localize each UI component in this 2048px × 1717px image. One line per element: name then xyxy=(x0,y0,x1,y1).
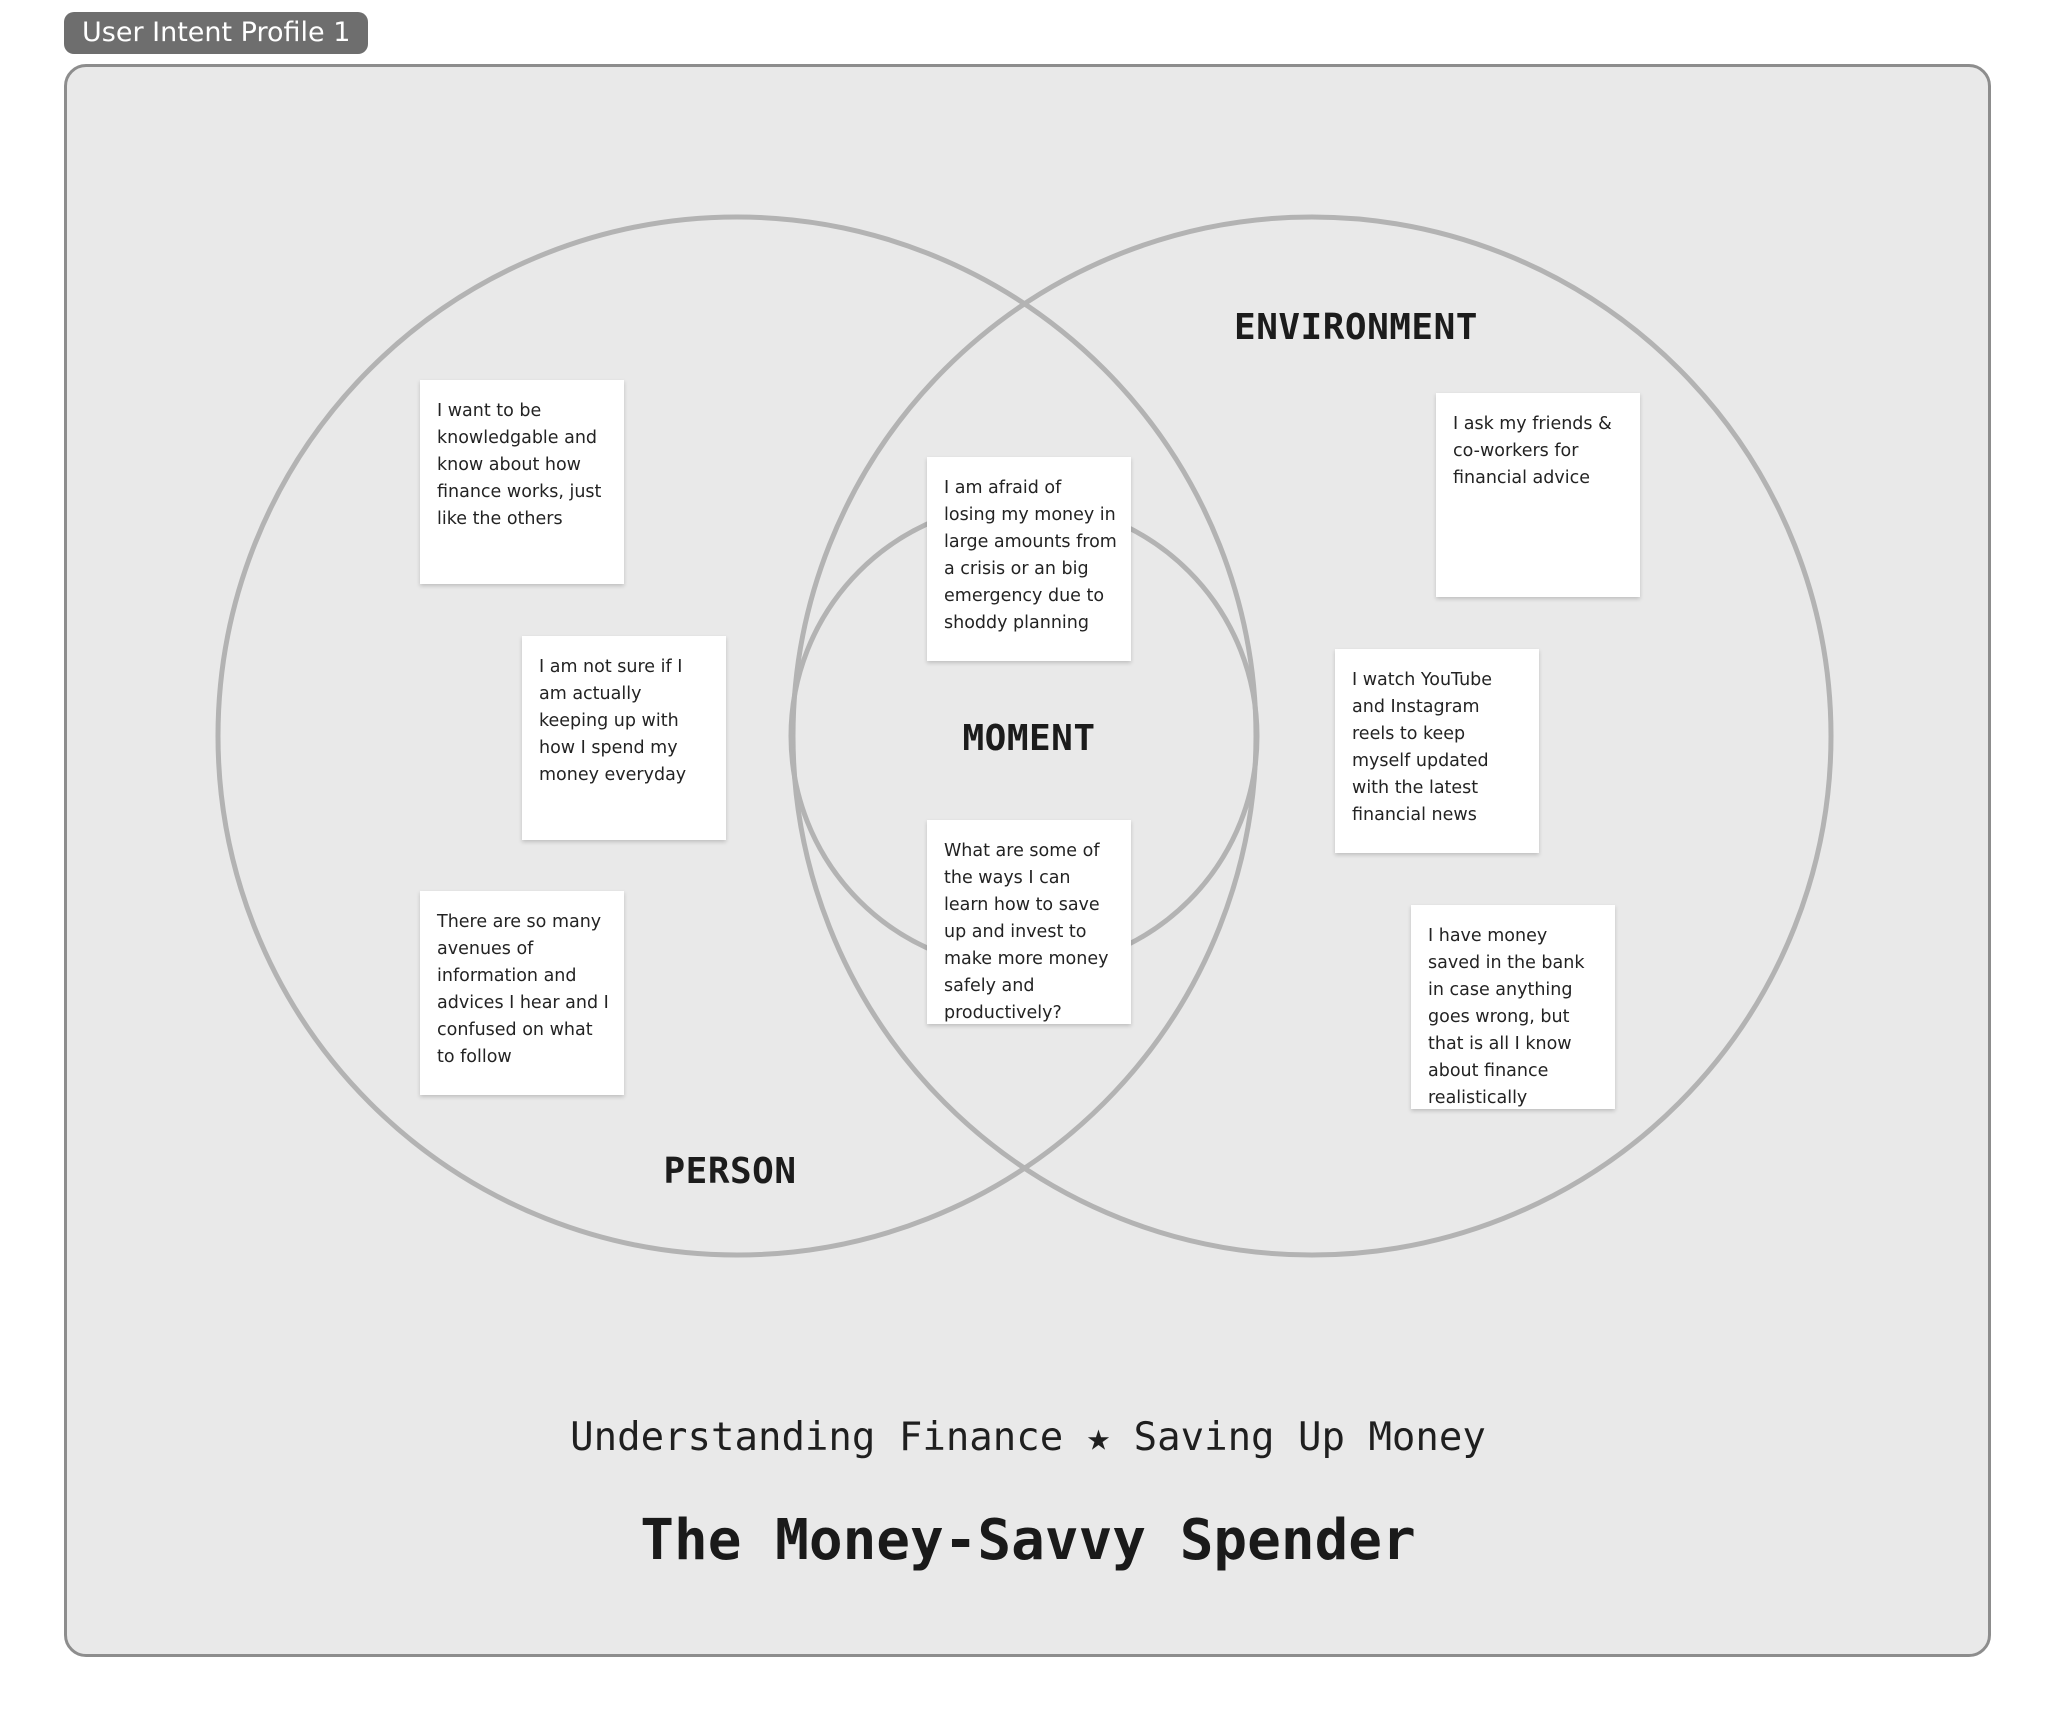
sticky-note-text: I am not sure if I am actually keeping u… xyxy=(539,657,687,785)
moment-label: MOMENT xyxy=(962,718,1096,759)
sticky-note-person-3[interactable]: There are so many avenues of information… xyxy=(420,891,624,1095)
sticky-note-person-1[interactable]: I want to be knowledgable and know about… xyxy=(420,380,624,584)
sticky-note-text: I am afraid of losing my money in large … xyxy=(944,478,1117,633)
sticky-note-text: There are so many avenues of information… xyxy=(437,912,609,1067)
sticky-note-moment-2[interactable]: What are some of the ways I can learn ho… xyxy=(927,820,1131,1024)
sticky-note-environment-2[interactable]: I watch YouTube and Instagram reels to k… xyxy=(1335,649,1539,853)
sticky-note-environment-1[interactable]: I ask my friends & co-workers for financ… xyxy=(1436,393,1640,597)
sticky-note-text: I ask my friends & co-workers for financ… xyxy=(1453,414,1612,488)
sticky-note-text: I have money saved in the bank in case a… xyxy=(1428,926,1585,1108)
sticky-note-moment-1[interactable]: I am afraid of losing my money in large … xyxy=(927,457,1131,661)
person-circle xyxy=(215,214,1259,1258)
environment-circle xyxy=(790,214,1834,1258)
sticky-note-text: I want to be knowledgable and know about… xyxy=(437,401,602,529)
person-label: PERSON xyxy=(663,1151,797,1192)
sticky-note-person-2[interactable]: I am not sure if I am actually keeping u… xyxy=(522,636,726,840)
profile-title: The Money-Savvy Spender xyxy=(640,1508,1416,1573)
profile-subtitle: Understanding Finance ★ Saving Up Money xyxy=(570,1415,1486,1460)
frame-tag[interactable]: User Intent Profile 1 xyxy=(64,12,369,54)
sticky-note-environment-3[interactable]: I have money saved in the bank in case a… xyxy=(1411,905,1615,1109)
sticky-note-text: What are some of the ways I can learn ho… xyxy=(944,841,1109,1023)
sticky-note-text: I watch YouTube and Instagram reels to k… xyxy=(1352,670,1493,825)
environment-label: ENVIRONMENT xyxy=(1234,307,1478,348)
